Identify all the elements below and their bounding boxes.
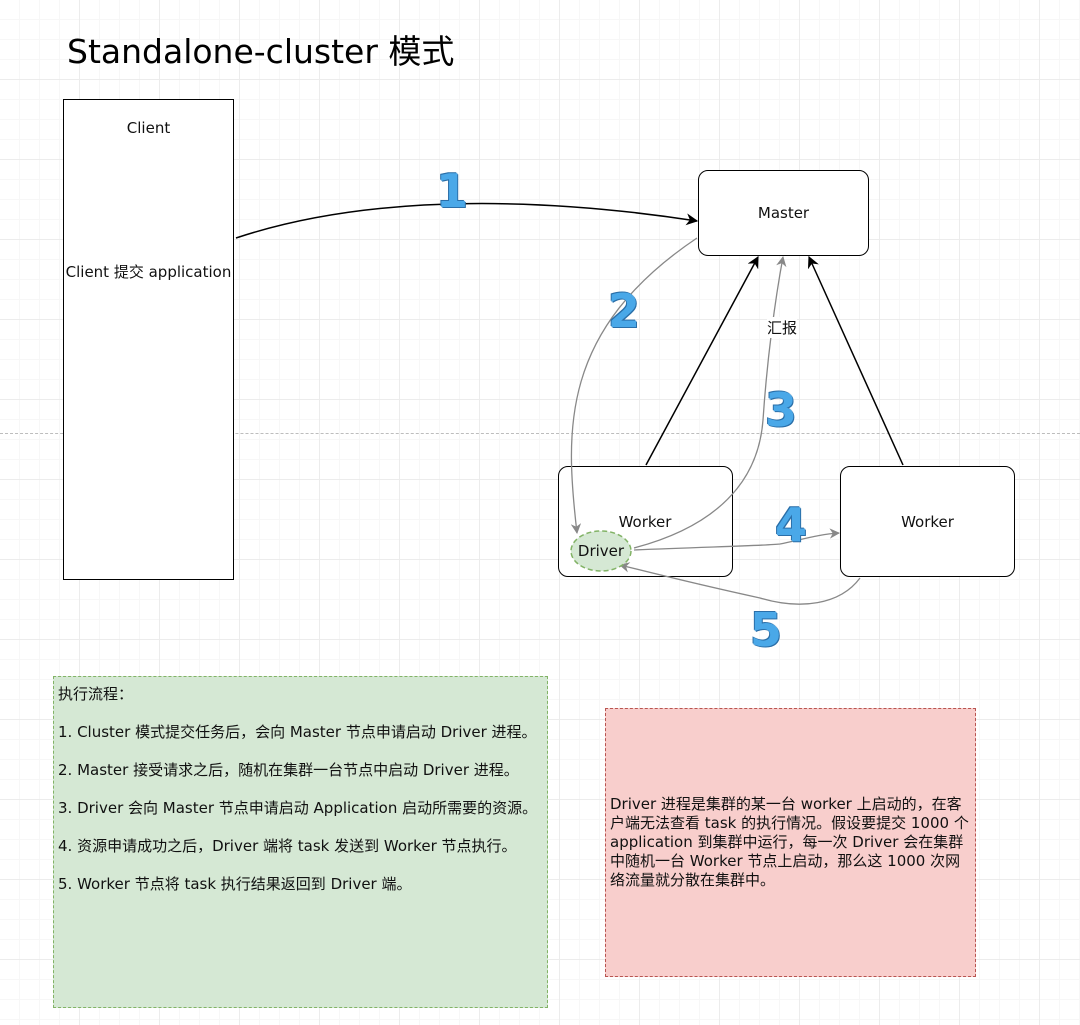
process-step-5: 5. Worker 节点将 task 执行结果返回到 Driver 端。: [58, 875, 412, 893]
process-step-4: 4. 资源申请成功之后，Driver 端将 task 发送到 Worker 节点…: [58, 837, 517, 855]
process-note-heading: 执行流程：: [58, 685, 134, 703]
process-note: 执行流程： 1. Cluster 模式提交任务后，会向 Master 节点申请启…: [53, 676, 548, 1008]
client-box[interactable]: [63, 99, 234, 580]
driver-note: Driver 进程是集群的某一台 worker 上启动的，在客户端无法查看 ta…: [605, 708, 976, 977]
worker-right-label: Worker: [901, 513, 954, 531]
report-label: 汇报: [767, 317, 798, 338]
worker-node-right[interactable]: [840, 466, 1015, 577]
step-number-5: 5: [750, 603, 783, 657]
driver-label: Driver: [577, 542, 625, 560]
master-label: Master: [757, 204, 810, 222]
worker-left-label: Worker: [618, 513, 672, 531]
client-action-label: Client 提交 application: [65, 263, 232, 281]
step-number-1: 1: [436, 164, 469, 218]
guide-line: [0, 433, 1080, 434]
step-number-3: 3: [765, 383, 798, 437]
step-number-2: 2: [608, 284, 641, 338]
step-number-4: 4: [775, 498, 808, 552]
driver-note-text: Driver 进程是集群的某一台 worker 上启动的，在客户端无法查看 ta…: [610, 795, 969, 889]
client-title: Client: [126, 119, 171, 137]
diagram-title: Standalone-cluster 模式: [67, 32, 455, 71]
master-node[interactable]: [698, 170, 869, 256]
process-step-1: 1. Cluster 模式提交任务后，会向 Master 节点申请启动 Driv…: [58, 723, 537, 741]
process-step-3: 3. Driver 会向 Master 节点申请启动 Application 启…: [58, 799, 538, 817]
process-step-2: 2. Master 接受请求之后，随机在集群一台节点中启动 Driver 进程。: [58, 761, 519, 779]
